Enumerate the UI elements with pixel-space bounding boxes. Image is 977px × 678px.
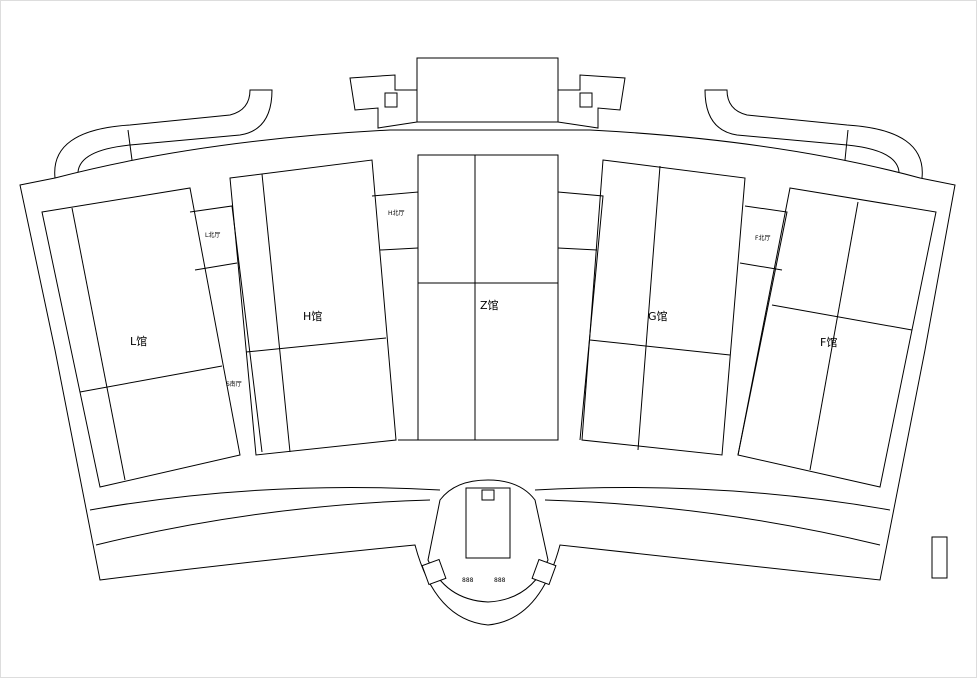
lobby-f-north-label: F北厅 — [755, 234, 770, 242]
hall-l-label: L馆 — [130, 334, 147, 348]
road-divider — [127, 129, 133, 161]
svg-text:888: 888 — [494, 577, 506, 584]
south-corridor-outer — [95, 499, 881, 546]
hall-z[interactable]: Z馆 — [417, 154, 559, 441]
corridors — [189, 191, 788, 456]
hall-f[interactable]: F馆 — [737, 187, 937, 488]
side-structure — [931, 536, 948, 579]
hall-g[interactable]: G馆 — [581, 159, 746, 456]
road-north-east — [704, 89, 923, 179]
hall-h-label: H馆 — [303, 309, 322, 323]
south-entrance[interactable]: 888 888 — [421, 479, 557, 603]
hall-l[interactable]: L馆 — [41, 187, 241, 488]
north-building — [349, 57, 626, 129]
hall-h[interactable]: H馆 — [229, 159, 397, 456]
hall-f-label: F馆 — [820, 335, 837, 349]
lobby-south-label: S南厅 — [226, 380, 242, 388]
road-north-west — [54, 89, 273, 179]
lobby-h-north-label: H北厅 — [388, 209, 405, 217]
road-divider — [844, 129, 849, 161]
lobby-l-north-label: L北厅 — [205, 231, 220, 239]
hall-g-label: G馆 — [648, 309, 668, 323]
svg-text:888: 888 — [462, 577, 474, 584]
south-corridor — [89, 487, 891, 511]
hall-z-label: Z馆 — [480, 298, 499, 312]
